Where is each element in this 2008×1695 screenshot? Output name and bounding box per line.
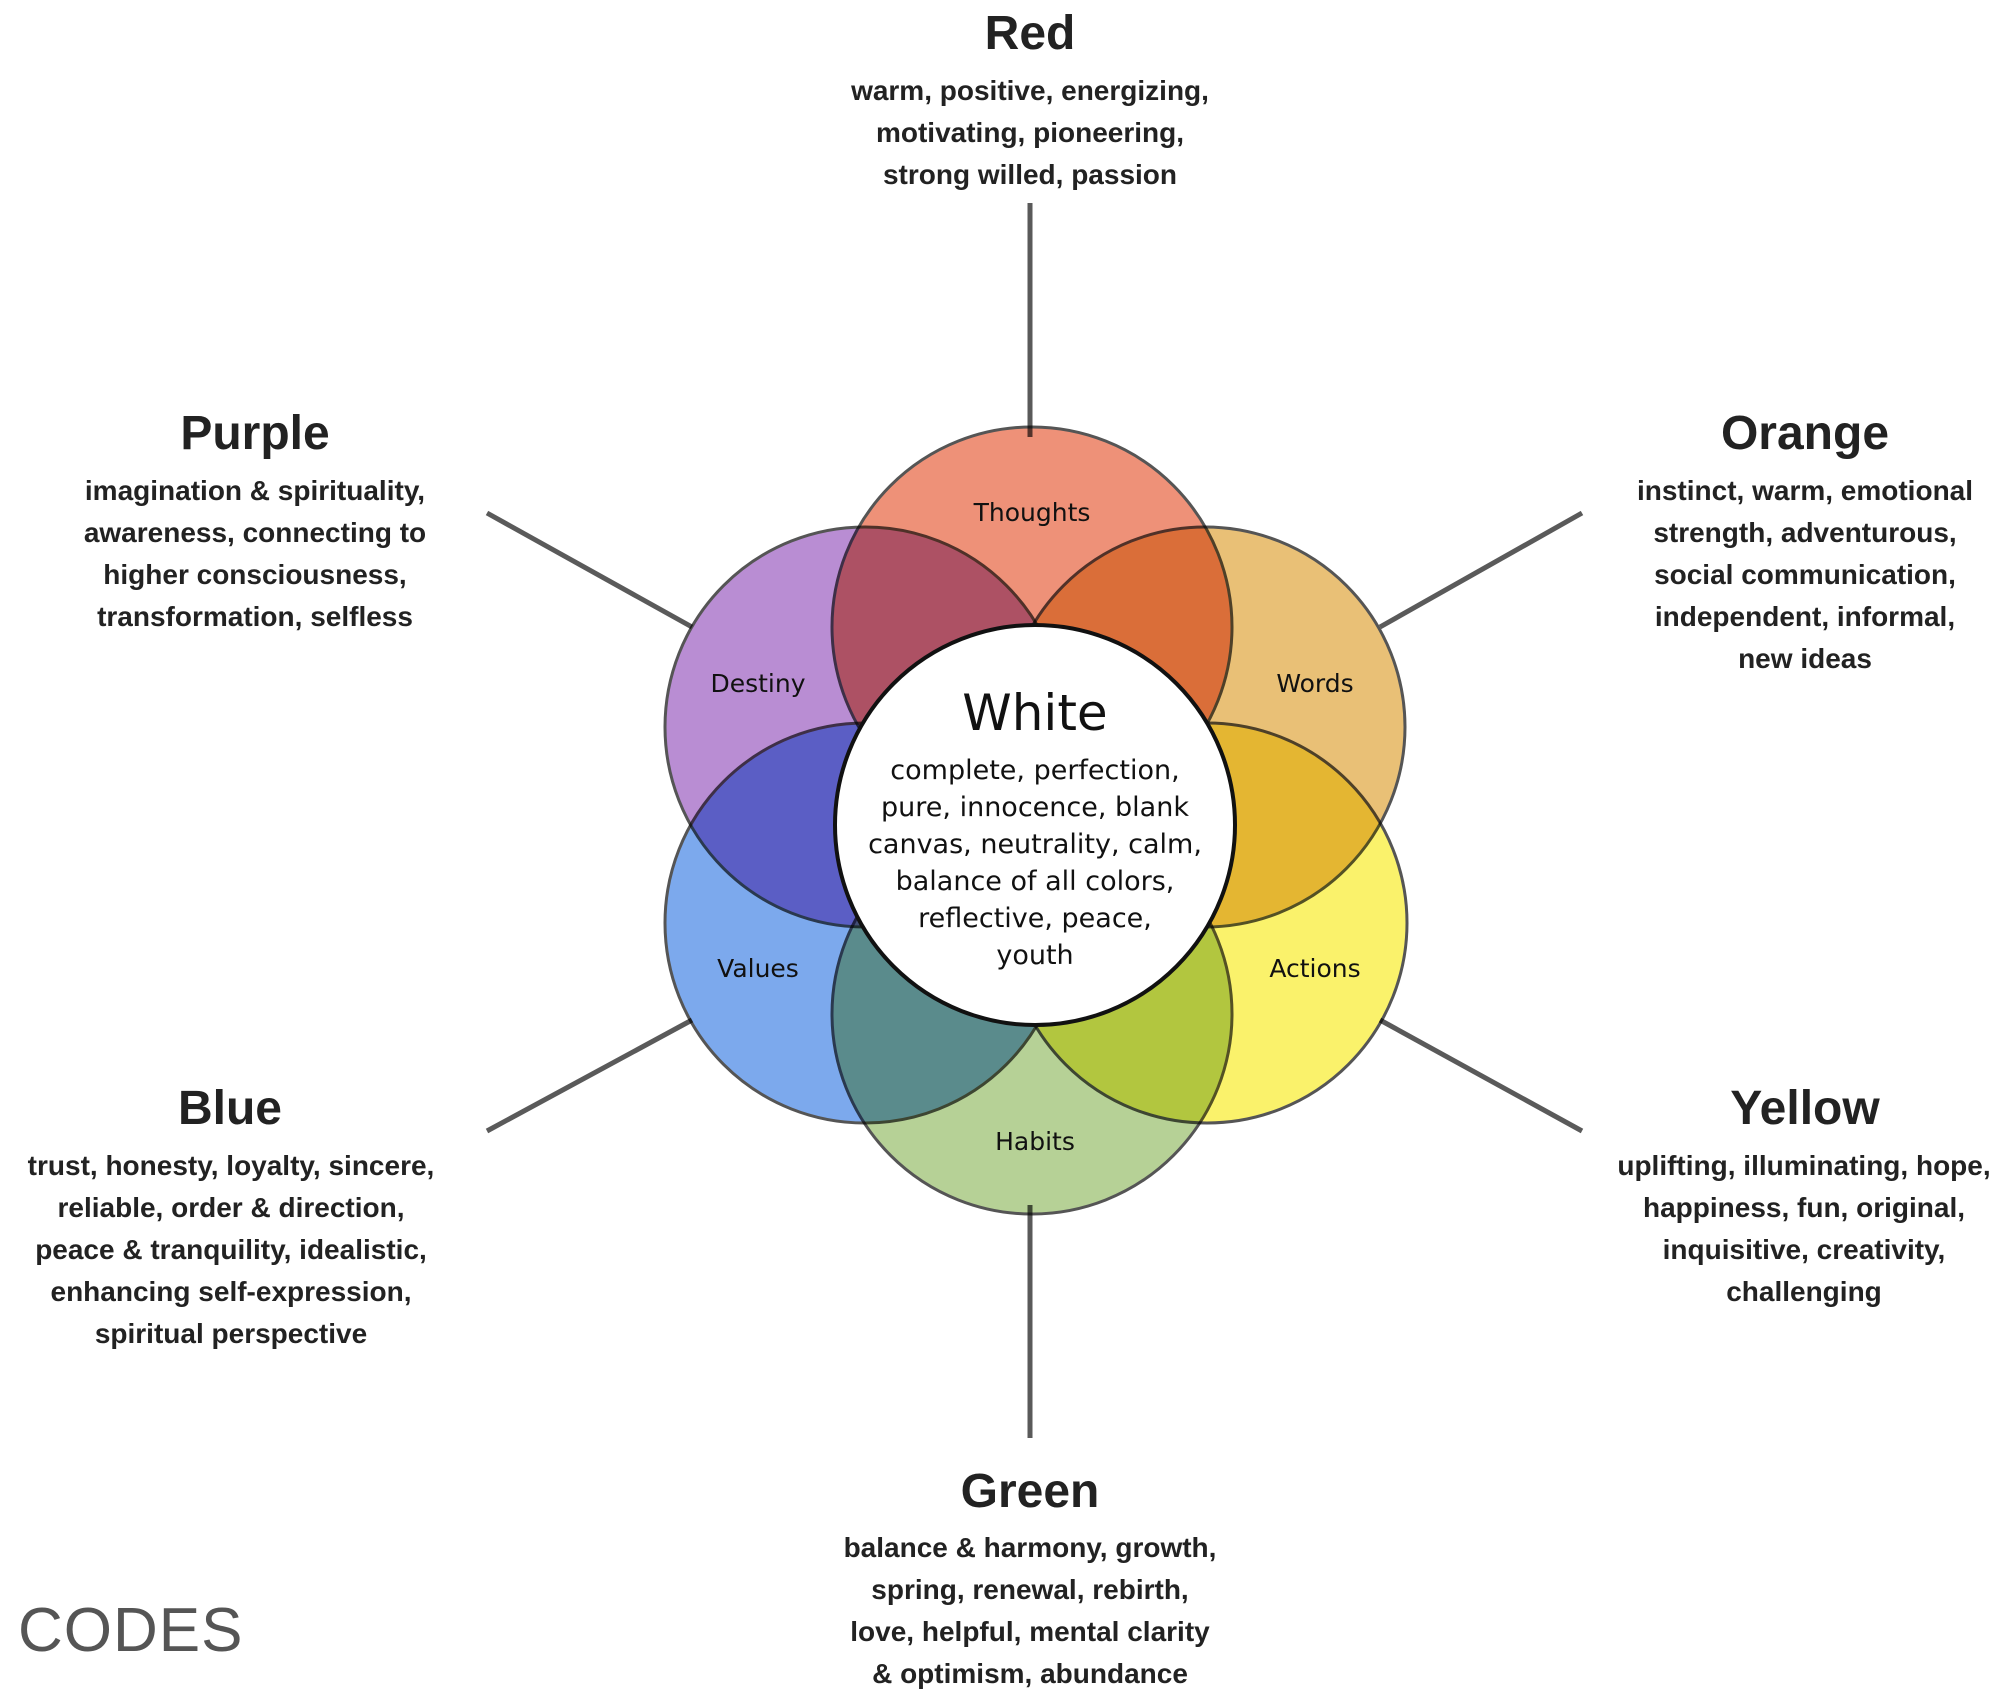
codes-logo-text: CODES — [18, 1596, 244, 1665]
orange-description: instinct, warm, emotional strength, adve… — [1636, 475, 1974, 674]
connector-yellow — [1378, 1017, 1584, 1134]
center-white-circle — [833, 623, 1237, 1027]
yellow-description: uplifting, illuminating, hope, happiness… — [1617, 1150, 1991, 1307]
green-description: balance & harmony, growth, spring, renew… — [843, 1532, 1217, 1689]
connector-orange — [1378, 510, 1584, 630]
petal-label-actions: Actions — [1269, 954, 1361, 983]
petal-label-words: Words — [1276, 669, 1354, 698]
center-title: White — [962, 684, 1108, 742]
green-title: Green — [960, 1465, 1100, 1518]
connector-blue — [485, 1017, 694, 1134]
petal-label-thoughts: Thoughts — [973, 498, 1091, 527]
red-description: warm, positive, energizing, motivating, … — [851, 75, 1209, 190]
connector-purple — [485, 510, 694, 630]
petal-label-destiny: Destiny — [710, 669, 806, 698]
orange-title: Orange — [1720, 407, 1890, 460]
petal-label-values: Values — [717, 954, 799, 983]
blue-title: Blue — [177, 1082, 282, 1135]
center-description: complete, perfection, pure, innocence, b… — [868, 755, 1202, 971]
petal-label-habits: Habits — [995, 1127, 1075, 1156]
red-title: Red — [984, 7, 1076, 60]
yellow-title: Yellow — [1730, 1082, 1880, 1135]
purple-description: imagination & spirituality, awareness, c… — [83, 475, 427, 632]
purple-title: Purple — [180, 407, 330, 460]
blue-description: trust, honesty, loyalty, sincere, reliab… — [27, 1150, 435, 1349]
